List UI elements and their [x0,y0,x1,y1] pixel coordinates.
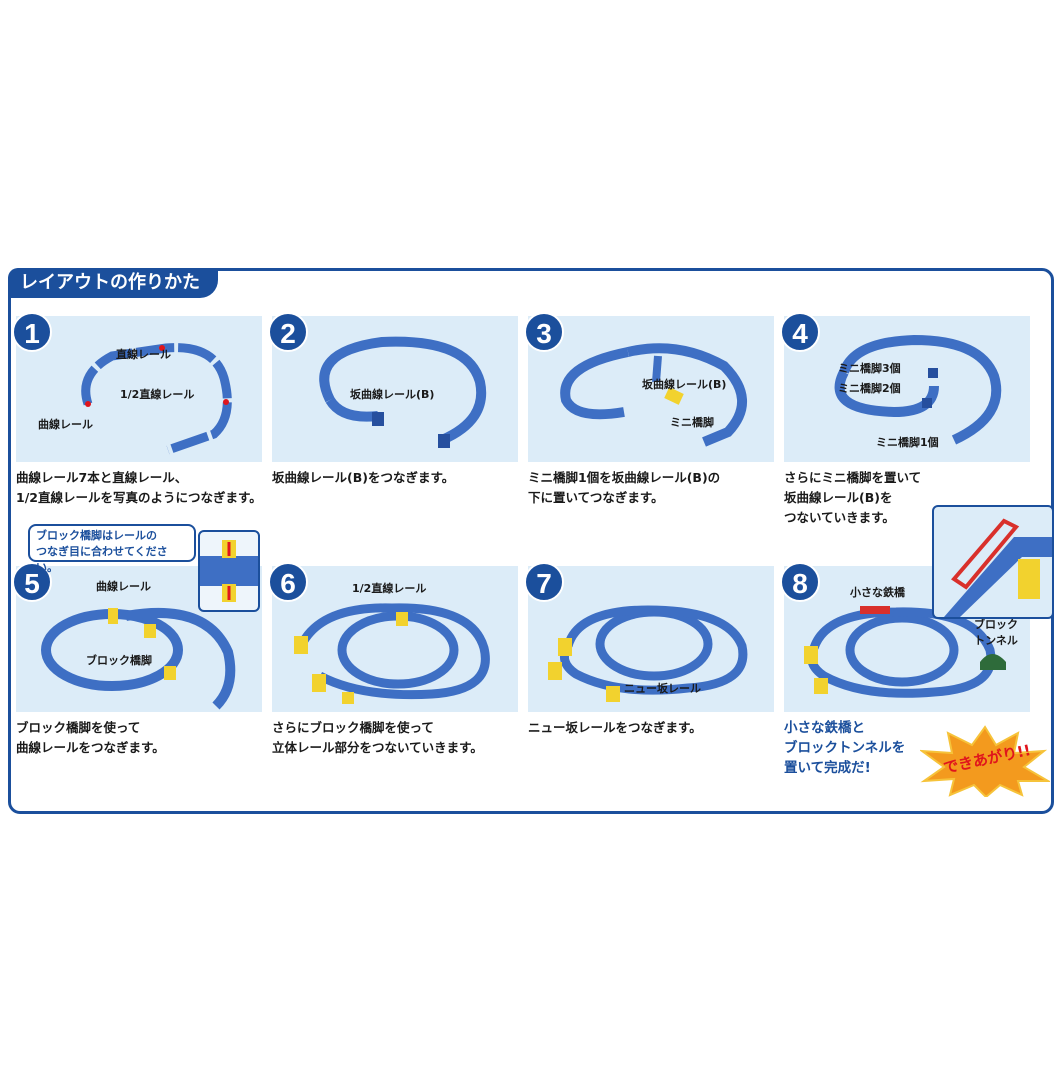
step-1-panel: 直線レール 1/2直線レール 曲線レール 1 [12,312,262,462]
step-4-illustration [834,334,1002,445]
label-mini-pier: ミニ橋脚 [670,416,714,429]
label-slope-rail: 坂曲線レール(B) [642,378,727,391]
step-8-illustration [804,606,1006,698]
step-2-illustration [319,336,487,448]
step-7-panel: ニュー坂レール 7 [524,562,774,712]
label-curve-rail: 曲線レール [38,418,93,431]
step-1-illustration [81,343,232,455]
step-number: 8 [780,562,820,602]
step-6-panel: 1/2直線レール 6 [268,562,518,712]
step-2-panel: 坂曲線レール(B) 2 [268,312,518,462]
label-curve-rail: 曲線レール [96,580,151,593]
label-slope-rail: 坂曲線レール(B) [350,388,435,401]
step-7-caption: ニュー坂レールをつなぎます。 [528,720,702,735]
step-3-panel: 坂曲線レール(B) ミニ橋脚 3 [524,312,774,462]
label-block-pier: ブロック橋脚 [86,654,152,667]
label-mini-pier-3: ミニ橋脚3個 [838,362,901,375]
step-5-caption: ブロック橋脚を使って 曲線レールをつなぎます。 [16,720,165,755]
step-number: 1 [12,312,52,352]
label-straight-rail: 直線レール [116,348,171,361]
page-title: レイアウトの作りかた [8,268,218,298]
step-number: 5 [12,562,52,602]
label-half-rail: 1/2直線レール [120,388,195,401]
bridge-detail-illustration [944,518,1052,617]
bridge-detail-inset [932,505,1054,619]
step-2-caption: 坂曲線レール(B)をつなぎます。 [272,470,455,485]
label-block-tunnel: ブロック トンネル [974,618,1018,647]
joint-detail-inset [198,530,260,612]
step-number: 6 [268,562,308,602]
joint-detail-illustration [200,540,258,602]
step-4-caption: さらにミニ橋脚を置いて 坂曲線レール(B)を つないていきます。 [784,470,922,525]
label-half-rail: 1/2直線レール [352,582,427,595]
step-number: 7 [524,562,564,602]
step-5-illustration [41,608,236,710]
label-mini-pier-1: ミニ橋脚1個 [876,436,939,449]
step-3-illustration [560,343,747,447]
step-7-illustration [548,605,748,702]
step-8-caption: 小さな鉄橋と ブロックトンネルを 置いて完成だ! [784,720,906,776]
label-mini-pier-2: ミニ橋脚2個 [838,382,901,395]
step-6-caption: さらにブロック橋脚を使って 立体レール部分をつないていきます。 [272,720,483,755]
step-3-caption: ミニ橋脚1個を坂曲線レール(B)の 下に置いてつなぎます。 [528,470,721,505]
step-number: 3 [524,312,564,352]
note-bubble: ブロック橋脚はレールの つなぎ目に合わせてください。 [28,524,196,574]
step-number: 4 [780,312,820,352]
step-number: 2 [268,312,308,352]
label-small-bridge: 小さな鉄橋 [850,586,905,599]
step-4-panel: ミニ橋脚3個 ミニ橋脚2個 ミニ橋脚1個 4 [780,312,1030,462]
step-6-illustration [294,603,490,704]
step-1-caption: 曲線レール7本と直線レール、 1/2直線レールを写真のようにつなぎます。 [16,470,262,505]
completion-burst [920,725,1050,797]
label-new-slope-rail: ニュー坂レール [624,682,701,695]
